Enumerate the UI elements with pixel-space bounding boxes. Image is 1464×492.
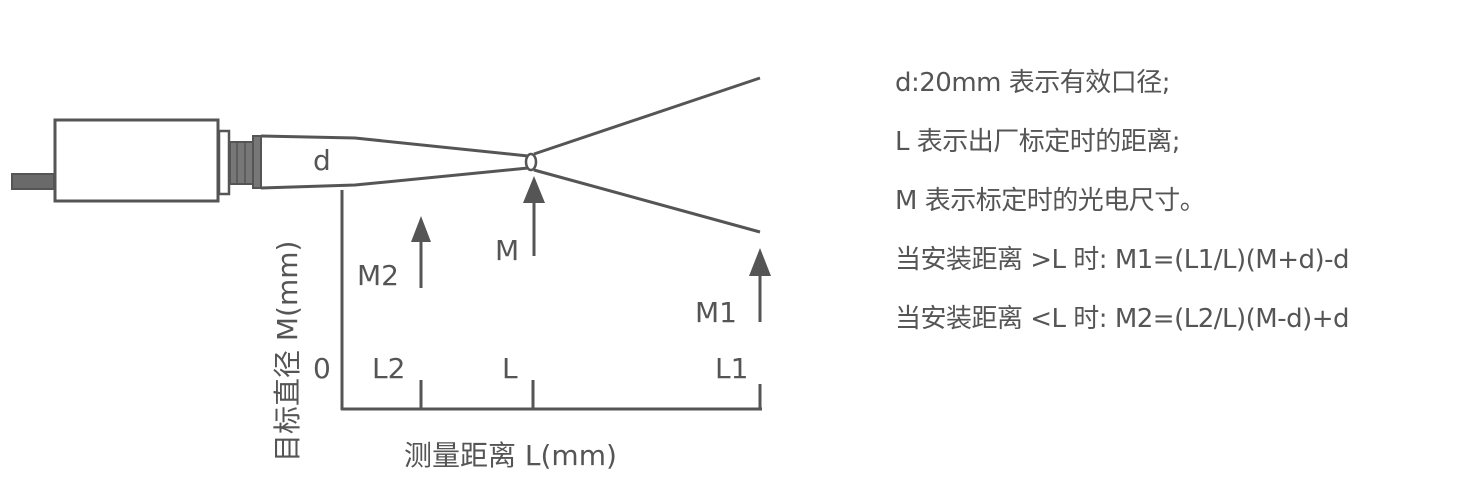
sensor-lens-ring [252, 135, 262, 189]
legend-line-formula-far: 当安装距离 >L 时: M1=(L1/L)(M+d)-d [895, 245, 1350, 275]
sensor-collar [217, 129, 231, 196]
arrow-m-label: M [495, 234, 519, 267]
arrow-m1-icon [749, 248, 771, 322]
sensor-icon [11, 118, 262, 203]
legend-line-distance: L 表示出厂标定时的距离; [895, 127, 1181, 157]
legend: d:20mm 表示有效口径; L 表示出厂标定时的距离; M 表示标定时的光电尺… [895, 68, 1350, 363]
arrow-m2-label: M2 [357, 259, 399, 292]
x-axis-label: 测量距离 L(mm) [404, 439, 617, 472]
axes [340, 190, 762, 411]
focus-point-icon [524, 152, 538, 172]
x-tick-label-l1: L1 [715, 352, 748, 385]
arrow-m1-label: M1 [695, 296, 737, 329]
x-tick-label-l2: L2 [372, 352, 405, 385]
arrow-m-icon [523, 176, 545, 256]
legend-line-spot-size: M 表示标定时的光电尺寸。 [895, 186, 1206, 216]
sensor-housing [53, 118, 220, 203]
arrow-m2-icon [411, 216, 431, 288]
origin-label: 0 [313, 352, 331, 385]
x-tick-label-l: L [502, 352, 518, 385]
sensor-thread [229, 141, 254, 185]
legend-line-formula-near: 当安装距离 <L 时: M2=(L2/L)(M-d)+d [895, 304, 1350, 334]
beam-envelope [260, 76, 761, 234]
legend-line-aperture: d:20mm 表示有效口径; [895, 68, 1171, 98]
sensor-cable-stub [11, 173, 55, 190]
optical-field-diagram: d M2 M M1 0 L2 L L1 测量距离 L(mm) 目标直径 M(mm… [11, 76, 771, 472]
y-axis-label: 目标直径 M(mm) [271, 241, 304, 462]
aperture-label: d [313, 144, 331, 177]
